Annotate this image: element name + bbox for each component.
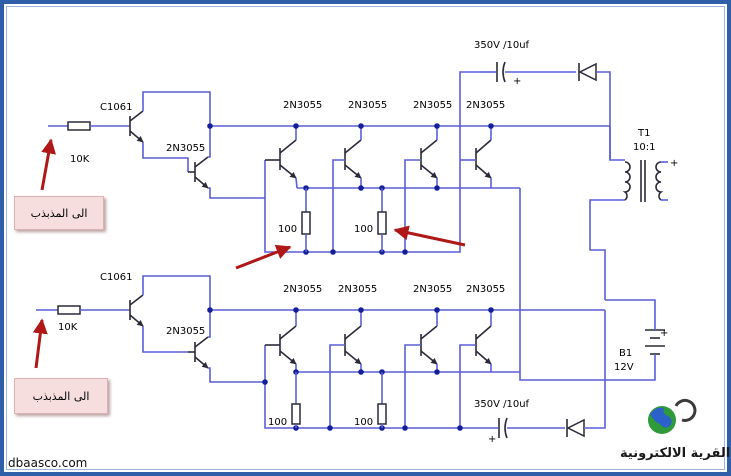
resistor-100-bottom-a xyxy=(291,403,301,425)
transformer-t1 xyxy=(589,126,668,300)
callout-oscillator-bottom: الى المذبذب xyxy=(14,378,108,414)
arrow-top-resistor-b xyxy=(393,225,466,247)
plus-battery: + xyxy=(660,328,668,339)
label-100-bottom-b: 100 xyxy=(354,417,373,428)
arrow-top-input xyxy=(40,138,56,191)
label-10k-top: 10K xyxy=(70,154,90,165)
annotation-arrows xyxy=(32,138,466,369)
label-q4-bottom: 2N3055 xyxy=(466,284,505,295)
callout-oscillator-top: الى المذبذب xyxy=(14,196,104,230)
label-q3-top: 2N3055 xyxy=(413,100,452,111)
plus-transformer: + xyxy=(670,158,678,169)
label-t1: T1 xyxy=(637,128,650,139)
bottom-circuit xyxy=(36,275,606,439)
transistor-q4-top xyxy=(460,126,492,188)
transistor-driver-top xyxy=(188,156,209,189)
plus-cap-top: + xyxy=(513,76,521,87)
label-driver-top: 2N3055 xyxy=(166,143,205,154)
transistor-q1-bottom xyxy=(265,310,297,372)
label-b1: B1 xyxy=(619,348,632,359)
label-q1-top: 2N3055 xyxy=(283,100,322,111)
resistor-100-top-a xyxy=(301,211,311,235)
transistor-q3-bottom xyxy=(404,310,438,428)
label-100-top-a: 100 xyxy=(278,224,297,235)
label-cap-top: 350V /10uf xyxy=(474,40,530,51)
logo-text: القرية الالكترونية xyxy=(620,446,731,461)
label-q4-top: 2N3055 xyxy=(466,100,505,111)
transistor-q1-top xyxy=(265,126,298,189)
label-c1061-bottom: C1061 xyxy=(100,272,132,283)
label-100-bottom-a: 100 xyxy=(268,417,287,428)
diode-top xyxy=(578,62,597,82)
label-driver-bottom: 2N3055 xyxy=(166,326,205,337)
resistor-10k-bottom xyxy=(57,305,81,315)
diode-bottom xyxy=(566,418,585,438)
top-circuit xyxy=(48,61,611,255)
transistor-c1061-top xyxy=(129,110,144,143)
label-q3-bottom: 2N3055 xyxy=(413,284,452,295)
plus-cap-bottom: + xyxy=(488,434,496,445)
label-10k-bottom: 10K xyxy=(58,322,78,333)
transistor-c1061-bottom xyxy=(129,294,144,327)
transistor-driver-bottom xyxy=(188,336,209,369)
resistor-10k-top xyxy=(67,121,91,131)
battery-b1 xyxy=(645,325,665,360)
website-url: dbaasco.com xyxy=(8,456,88,470)
label-cap-bottom: 350V /10uf xyxy=(474,399,530,410)
arrow-top-resistor-a xyxy=(235,244,292,270)
arrow-bottom-input xyxy=(32,318,48,369)
label-q1-bottom: 2N3055 xyxy=(283,284,322,295)
label-c1061-top: C1061 xyxy=(100,102,132,113)
resistor-100-bottom-b xyxy=(377,403,387,425)
label-q2-bottom: 2N3055 xyxy=(338,284,377,295)
logo-globe-icon xyxy=(648,398,697,434)
capacitor-bottom xyxy=(498,417,508,439)
label-q2-top: 2N3055 xyxy=(348,100,387,111)
transistor-q2-bottom xyxy=(329,310,362,428)
label-t1-ratio: 10:1 xyxy=(633,142,655,153)
capacitor-top xyxy=(496,61,506,83)
transistor-q4-bottom xyxy=(459,310,492,428)
label-b1-voltage: 12V xyxy=(614,362,634,373)
label-100-top-b: 100 xyxy=(354,224,373,235)
resistor-100-top-b xyxy=(377,211,387,235)
